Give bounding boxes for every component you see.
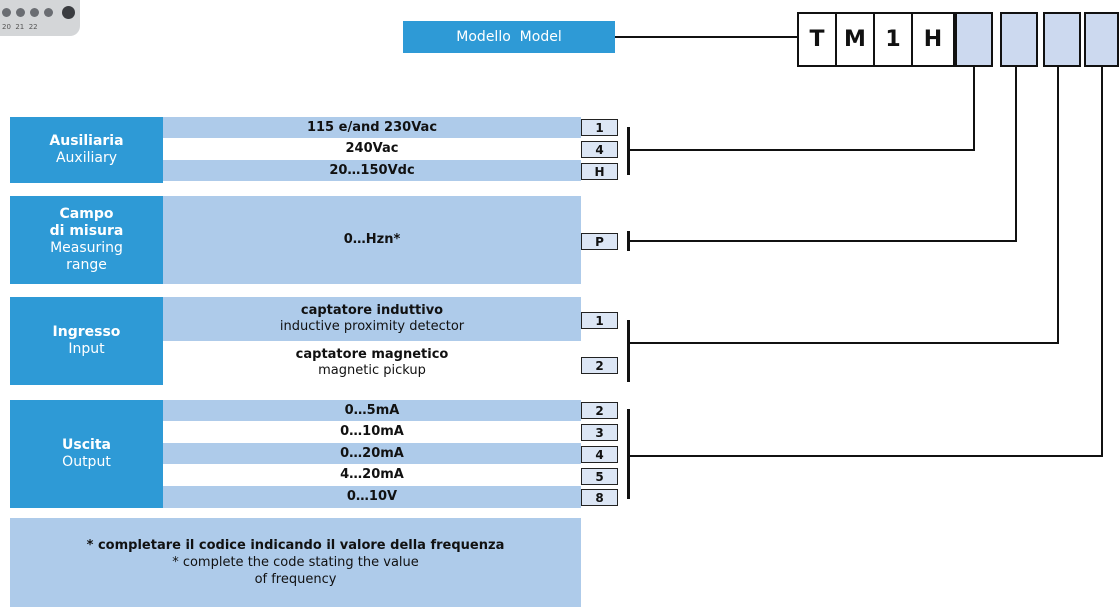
option-text: 0…5mA <box>344 402 400 418</box>
model-label: Modello Model <box>403 21 615 53</box>
product-thumbnail: 20 21 22 <box>0 0 80 36</box>
model-code-box: T M 1 H <box>797 12 955 67</box>
section-label-input: Ingresso Input <box>10 297 163 385</box>
option-row: 20…150Vdc <box>163 160 581 181</box>
auxiliary-label-en: Auxiliary <box>55 150 118 166</box>
code-box: 8 <box>581 489 618 506</box>
code-box: 2 <box>581 402 618 419</box>
code-box: 5 <box>581 468 618 485</box>
bracket-output <box>627 409 630 499</box>
model-slot-range <box>1000 12 1038 67</box>
option-text-it: captatore induttivo <box>300 303 444 318</box>
option-row: 0…20mA <box>163 443 581 464</box>
range-label-en-2: range <box>66 257 107 273</box>
bracket-range <box>627 231 630 251</box>
code-box: P <box>581 233 618 250</box>
option-text: 115 e/and 230Vac <box>306 119 438 135</box>
option-text-it: captatore magnetico <box>295 347 449 362</box>
auxiliary-label-it: Ausiliaria <box>49 133 124 149</box>
option-text: 0…20mA <box>340 445 404 461</box>
option-row: 0…10mA <box>163 421 581 443</box>
output-label-it: Uscita <box>62 437 111 453</box>
model-letter-m: M <box>837 14 875 65</box>
range-label-it-1: Campo <box>59 206 114 222</box>
option-row: 0…5mA <box>163 400 581 421</box>
option-text: 20…150Vdc <box>329 162 415 178</box>
connector-auxiliary-v <box>973 67 975 150</box>
option-text-en: magnetic pickup <box>318 363 426 378</box>
input-label-it: Ingresso <box>52 324 121 340</box>
option-row: 115 e/and 230Vac <box>163 117 581 138</box>
option-row: captatore induttivo inductive proximity … <box>163 297 581 341</box>
connector-output-v <box>1101 67 1103 456</box>
connector-output-h <box>629 455 1103 457</box>
model-slot-auxiliary <box>955 12 993 67</box>
bracket-auxiliary <box>627 127 630 175</box>
footnote-box: * completare il codice indicando il valo… <box>10 518 581 607</box>
thumbnail-digits: 20 21 22 <box>2 23 38 31</box>
connector-range-h <box>629 240 1017 242</box>
option-text: 0…10V <box>346 489 398 504</box>
option-row: 4…20mA <box>163 464 581 486</box>
code-box: 1 <box>581 312 618 329</box>
connector-range-v <box>1015 67 1017 241</box>
option-row: captatore magnetico magnetic pickup <box>163 341 581 385</box>
code-box: 1 <box>581 119 618 136</box>
option-text: 0…10mA <box>340 424 404 439</box>
connector-auxiliary-h <box>629 149 975 151</box>
code-box: 2 <box>581 357 618 374</box>
model-letter-1: 1 <box>875 14 913 65</box>
section-label-auxiliary: Ausiliaria Auxiliary <box>10 117 163 183</box>
option-text-en: inductive proximity detector <box>279 319 465 334</box>
model-letter-t: T <box>799 14 837 65</box>
option-row: 0…Hzn* <box>163 196 581 284</box>
range-label-en-1: Measuring <box>50 240 123 256</box>
code-box: H <box>581 163 618 180</box>
model-slot-output <box>1084 12 1119 67</box>
code-box: 4 <box>581 141 618 158</box>
output-label-en: Output <box>62 454 111 470</box>
model-letter-h: H <box>923 27 943 52</box>
code-box: 3 <box>581 424 618 441</box>
section-label-range: Campo di misura Measuring range <box>10 196 163 284</box>
footnote-line-en-2: of frequency <box>254 572 337 587</box>
range-label-it-2: di misura <box>49 223 124 239</box>
model-slot-input <box>1043 12 1081 67</box>
section-label-output: Uscita Output <box>10 400 163 508</box>
option-row: 240Vac <box>163 138 581 160</box>
option-text: 240Vac <box>345 141 399 156</box>
option-row: 0…10V <box>163 486 581 508</box>
input-label-en: Input <box>68 341 105 357</box>
model-connector <box>615 36 799 38</box>
model-label-text: Modello Model <box>456 29 562 45</box>
connector-input-v <box>1057 67 1059 343</box>
code-box: 4 <box>581 446 618 463</box>
option-text: 4…20mA <box>340 467 404 482</box>
bracket-input <box>627 320 630 382</box>
footnote-line-it: * completare il codice indicando il valo… <box>86 538 505 553</box>
footnote-line-en-1: * complete the code stating the value <box>172 555 419 570</box>
option-text: 0…Hzn* <box>343 232 401 247</box>
connector-input-h <box>629 342 1059 344</box>
